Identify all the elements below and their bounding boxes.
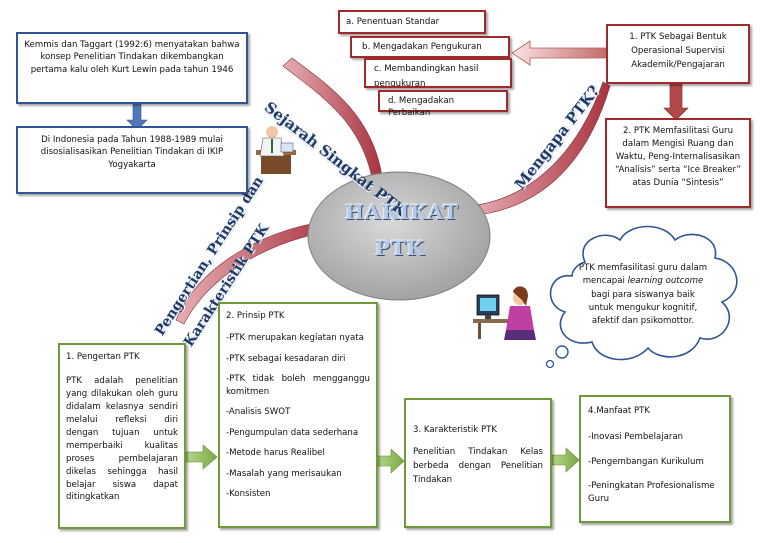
why-supervision-text: 1. PTK Sebagai Bentuk Operasional Superv… — [629, 32, 727, 70]
why-box-facilitate: 2. PTK Memfasilitasi Guru dalam Mengisi … — [605, 118, 751, 208]
step-c-text: c. Membandingkan hasil pengukuran — [374, 64, 479, 88]
principle-item: -PTK tidak boleh mengganggu komitmen — [226, 374, 370, 397]
step-c-box: c. Membandingkan hasil pengukuran — [364, 58, 512, 88]
definition-title: 1. Pengertan PTK — [66, 352, 140, 362]
benefits-title: 4.Manfaat PTK — [588, 406, 651, 416]
green-arrow-2 — [376, 448, 405, 474]
step-a-text: a. Penentuan Standar — [346, 17, 440, 27]
cloud-text-part1: PTK memfasilitasi guru dalam mencapai — [578, 263, 708, 287]
history-arrow — [126, 102, 148, 131]
principles-box: 2. Prinsip PTK -PTK merupakan kegiatan n… — [218, 302, 378, 528]
center-title-line2: PTK — [374, 236, 426, 260]
branch-why — [469, 81, 611, 217]
woman-computer-icon — [473, 286, 536, 340]
history-indonesia-text: Di Indonesia pada Tahun 1988-1989 mulai … — [40, 135, 224, 170]
principle-item: -Analisis SWOT — [226, 407, 291, 418]
step-d-text: d. Mengadakan Perbaikan — [388, 96, 455, 119]
person-desk-icon — [256, 126, 296, 174]
history-origin-text: Kemmis dan Taggart (1992:6) menyatakan b… — [24, 40, 240, 75]
benefits-box: 4.Manfaat PTK -Inovasi Pembelajaran -Pen… — [579, 395, 731, 523]
why-box-supervision: 1. PTK Sebagai Bentuk Operasional Superv… — [606, 24, 750, 84]
principles-title: 2. Prinsip PTK — [226, 311, 285, 321]
principle-item: -Metode harus Realibel — [226, 448, 325, 459]
characteristics-body: Penelitian Tindakan Kelas berbeda dengan… — [413, 447, 543, 485]
step-a-box: a. Penentuan Standar — [338, 10, 486, 34]
benefit-item: -Peningkatan Profesionalisme Guru — [588, 481, 715, 504]
why-left-arrow — [511, 40, 609, 66]
green-arrow-3 — [551, 447, 580, 473]
step-b-text: b. Mengadakan Pengukuran — [362, 42, 482, 52]
benefit-item: -Inovasi Pembelajaran — [588, 432, 684, 443]
cloud-text-part2: bagi para siswanya baik untuk mengukur k… — [588, 289, 698, 327]
cloud-shape — [545, 225, 738, 369]
history-box-origin: Kemmis dan Taggart (1992:6) menyatakan b… — [16, 32, 248, 104]
history-box-indonesia: Di Indonesia pada Tahun 1988-1989 mulai … — [16, 126, 248, 194]
center-title-line1: HAKIKAT — [345, 200, 460, 224]
center-oval — [307, 171, 491, 301]
definition-box: 1. Pengertan PTK PTK adalah penelitian y… — [58, 343, 186, 529]
principle-item: -PTK sebagai kesadaran diri — [226, 353, 346, 364]
benefit-item: -Pengembangan Kurikulum — [588, 456, 704, 467]
definition-body: PTK adalah penelitian yang dilakukan ole… — [66, 376, 178, 503]
why-facilitate-text: 2. PTK Memfasilitasi Guru dalam Mengisi … — [615, 126, 741, 188]
green-arrow-1 — [185, 444, 218, 470]
principle-item: -PTK merupakan kegiatan nyata — [226, 333, 364, 344]
step-b-box: b. Mengadakan Pengukuran — [350, 36, 510, 58]
principle-item: -Pengumpulan data sederhana — [226, 427, 359, 438]
principle-item: -Konsisten — [226, 489, 271, 500]
characteristics-box: 3. Karakteristik PTK Penelitian Tindakan… — [404, 398, 552, 528]
characteristics-title: 3. Karakteristik PTK — [413, 425, 498, 435]
why-down-arrow — [663, 82, 689, 121]
cloud-text: PTK memfasilitasi guru dalam mencapai le… — [578, 262, 708, 329]
cloud-text-italic: learning outcome — [627, 276, 704, 287]
step-d-box: d. Mengadakan Perbaikan — [378, 90, 508, 118]
principle-item: -Masalah yang merisaukan — [226, 468, 342, 479]
